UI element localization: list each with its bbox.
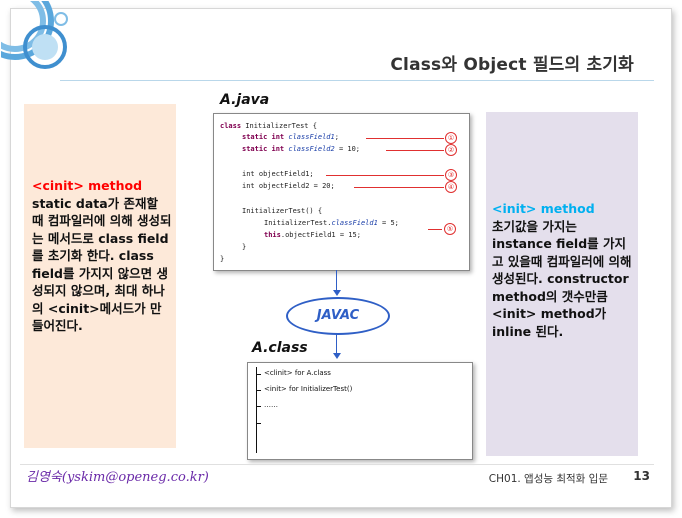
marker-2: ② bbox=[445, 144, 457, 156]
class-file-box: <clinit> for A.class <init> for Initiali… bbox=[247, 362, 473, 460]
footer-course: CH01. 앱성능 최적화 입문 bbox=[488, 473, 608, 485]
init-body: 초기값을 가지는 instance field를 가지고 있을때 컴파일러에 의… bbox=[492, 218, 632, 339]
cinit-panel bbox=[24, 104, 176, 448]
code-line: } bbox=[242, 243, 247, 251]
marker-3: ③ bbox=[445, 169, 457, 181]
page-number: 13 bbox=[633, 469, 650, 483]
code-line: InitializerTest() { bbox=[242, 207, 323, 215]
cinit-description: <cinit> method static data가 존재할 때 컴파일러에 … bbox=[32, 177, 172, 335]
code-line: this.objectField1 = 15; bbox=[264, 231, 361, 239]
arrow-down-icon bbox=[333, 353, 341, 359]
marker-5: ⑤ bbox=[444, 223, 456, 235]
arrow-line bbox=[336, 333, 337, 355]
list-bullet bbox=[256, 406, 261, 407]
marker-line bbox=[386, 150, 444, 151]
footer-author: 김영숙(yskim@openeg.co.kr) bbox=[26, 470, 209, 485]
java-file-label: A.java bbox=[220, 92, 270, 108]
marker-line bbox=[428, 229, 442, 230]
list-bullet bbox=[256, 374, 261, 375]
list-item: <init> for InitializerTest() bbox=[264, 385, 353, 393]
init-description: <init> method 초기값을 가지는 instance field를 가… bbox=[492, 200, 636, 340]
init-heading: <init> method bbox=[492, 201, 595, 216]
code-line: } bbox=[220, 255, 225, 263]
cinit-body: static data가 존재할 때 컴파일러에 의해 생성되는 메서드로 cl… bbox=[32, 195, 172, 334]
code-line: int objectField1; bbox=[242, 170, 314, 178]
class-file-label: A.class bbox=[252, 340, 308, 356]
init-panel bbox=[486, 112, 638, 456]
arrow-line bbox=[336, 270, 337, 292]
code-line: static int classField2 = 10; bbox=[242, 145, 361, 153]
list-bullet bbox=[256, 390, 261, 391]
code-line: InitializerTest.classField1 = 5; bbox=[264, 219, 399, 227]
title-divider bbox=[60, 80, 654, 81]
code-line: class InitializerTest { bbox=[220, 122, 317, 130]
page-title: Class와 Object 필드의 초기화 bbox=[390, 55, 634, 75]
marker-4: ④ bbox=[445, 181, 457, 193]
marker-1: ① bbox=[445, 132, 457, 144]
arrow-down-icon bbox=[333, 290, 341, 296]
cinit-heading: <cinit> method bbox=[32, 178, 143, 193]
java-code-box: class InitializerTest { static int class… bbox=[213, 113, 470, 271]
javac-compiler-node: JAVAC bbox=[286, 297, 390, 335]
list-item: <clinit> for A.class bbox=[264, 369, 331, 377]
list-item: …… bbox=[264, 401, 278, 409]
list-bullet bbox=[256, 423, 261, 424]
footer-divider bbox=[20, 464, 654, 465]
marker-line bbox=[326, 175, 444, 176]
code-line: int objectField2 = 20; bbox=[242, 182, 335, 190]
marker-line bbox=[366, 138, 444, 139]
code-line: static int classField1; bbox=[242, 133, 339, 141]
marker-line bbox=[354, 187, 444, 188]
decorative-circles-logo bbox=[1, 1, 68, 69]
list-rail bbox=[256, 367, 257, 453]
